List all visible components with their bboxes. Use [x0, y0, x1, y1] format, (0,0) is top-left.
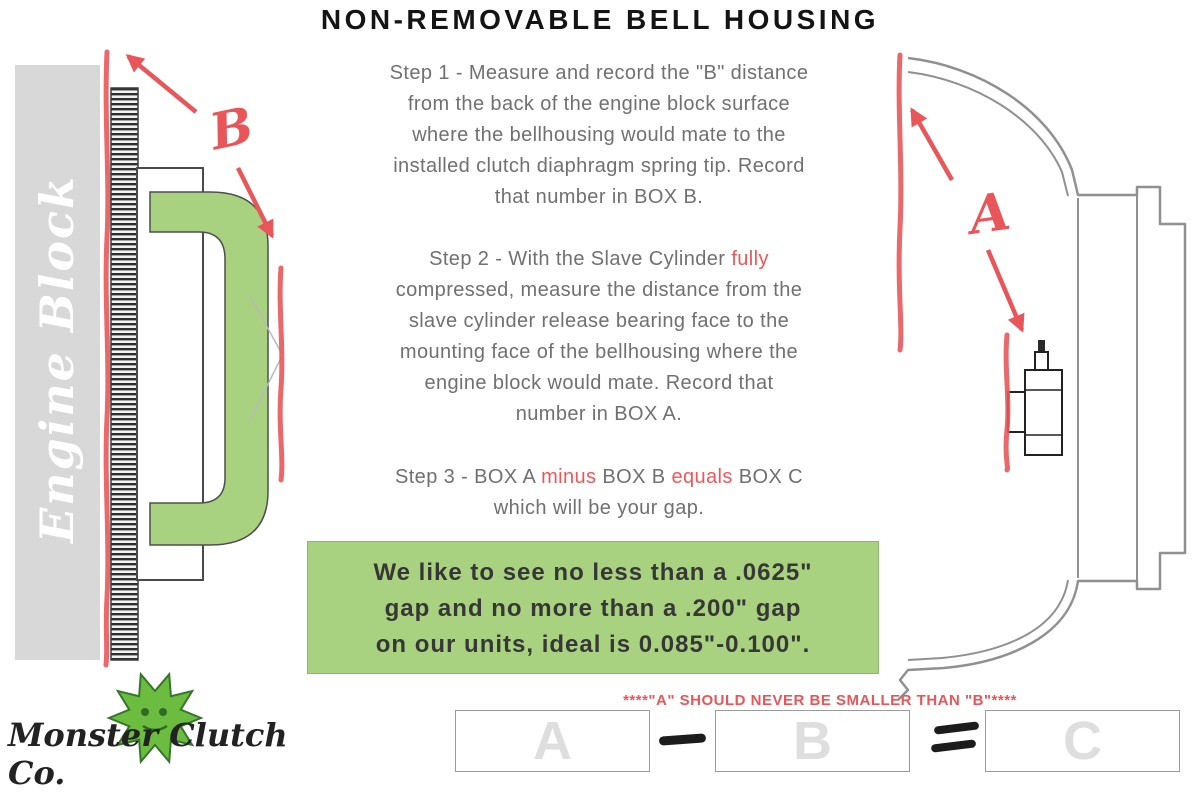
slave-cylinder-detail-lines	[1025, 389, 1062, 436]
warning-text: ****"A" SHOULD NEVER BE SMALLER THAN "B"…	[623, 692, 1017, 709]
engine-block-label: Engine Block	[30, 175, 84, 543]
diaphragm-spring-fingers	[249, 295, 283, 421]
b-arrow-down	[235, 166, 275, 239]
step3-equals: equals	[671, 466, 733, 488]
minus-sign	[658, 733, 707, 746]
spring-tip-mark	[277, 265, 285, 483]
box-b-letter: B	[793, 711, 832, 771]
step1-text: Step 1 - Measure and record the "B" dist…	[389, 62, 809, 208]
b-surface-mark	[103, 49, 111, 668]
monster-mouth	[142, 724, 168, 732]
box-c: C	[985, 710, 1180, 772]
box-a: A	[455, 710, 650, 772]
bellhousing-inner-wall-bottom	[907, 579, 1069, 661]
slave-cylinder-body	[1024, 369, 1063, 456]
step3-minus: minus	[541, 466, 597, 488]
gap-recommendation-note: We like to see no less than a .0625" gap…	[307, 541, 879, 674]
equals-sign-bottom	[930, 739, 977, 753]
engine-clutch-diagram: B	[15, 49, 285, 668]
step2-text: Step 2 - With the Slave Cylinder fully c…	[395, 248, 803, 425]
slave-cylinder-bleeder	[1038, 340, 1045, 352]
slave-cylinder-nub	[1034, 351, 1049, 371]
a-arrow-down	[985, 249, 1025, 333]
step2-highlight: fully	[731, 248, 769, 270]
a-surface-mark	[896, 52, 904, 353]
release-face-mark	[1003, 332, 1011, 473]
bellhousing-flange-lines	[1077, 195, 1138, 581]
bellhousing-outline	[897, 56, 1187, 701]
page-title: NON-REMOVABLE BELL HOUSING	[320, 4, 880, 35]
flywheel-ring-gear	[110, 87, 139, 661]
monster-eye-right	[159, 708, 167, 716]
monster-flame-icon	[106, 671, 204, 765]
box-b: B	[715, 710, 910, 772]
step3-text: Step 3 - BOX A minus BOX B equals BOX C …	[394, 466, 804, 519]
box-a-letter: A	[533, 711, 572, 771]
bellhousing-diagram: A	[896, 52, 1187, 701]
b-arrow-up	[125, 54, 198, 114]
box-c-letter: C	[1063, 711, 1102, 771]
bellhousing-inner-wall-top	[907, 71, 1069, 197]
monster-eye-left	[141, 708, 149, 716]
equals-sign-top	[933, 721, 980, 735]
engine-block	[15, 65, 100, 660]
slave-cylinder-bearing-face	[1007, 391, 1026, 433]
logo-wordmark: Monster Clutch Co.	[8, 716, 288, 792]
monster-clutch-logo-icon	[106, 671, 204, 765]
a-marker-label: A	[961, 181, 1014, 248]
b-marker-label: B	[203, 95, 259, 162]
a-arrow-up	[910, 107, 954, 182]
